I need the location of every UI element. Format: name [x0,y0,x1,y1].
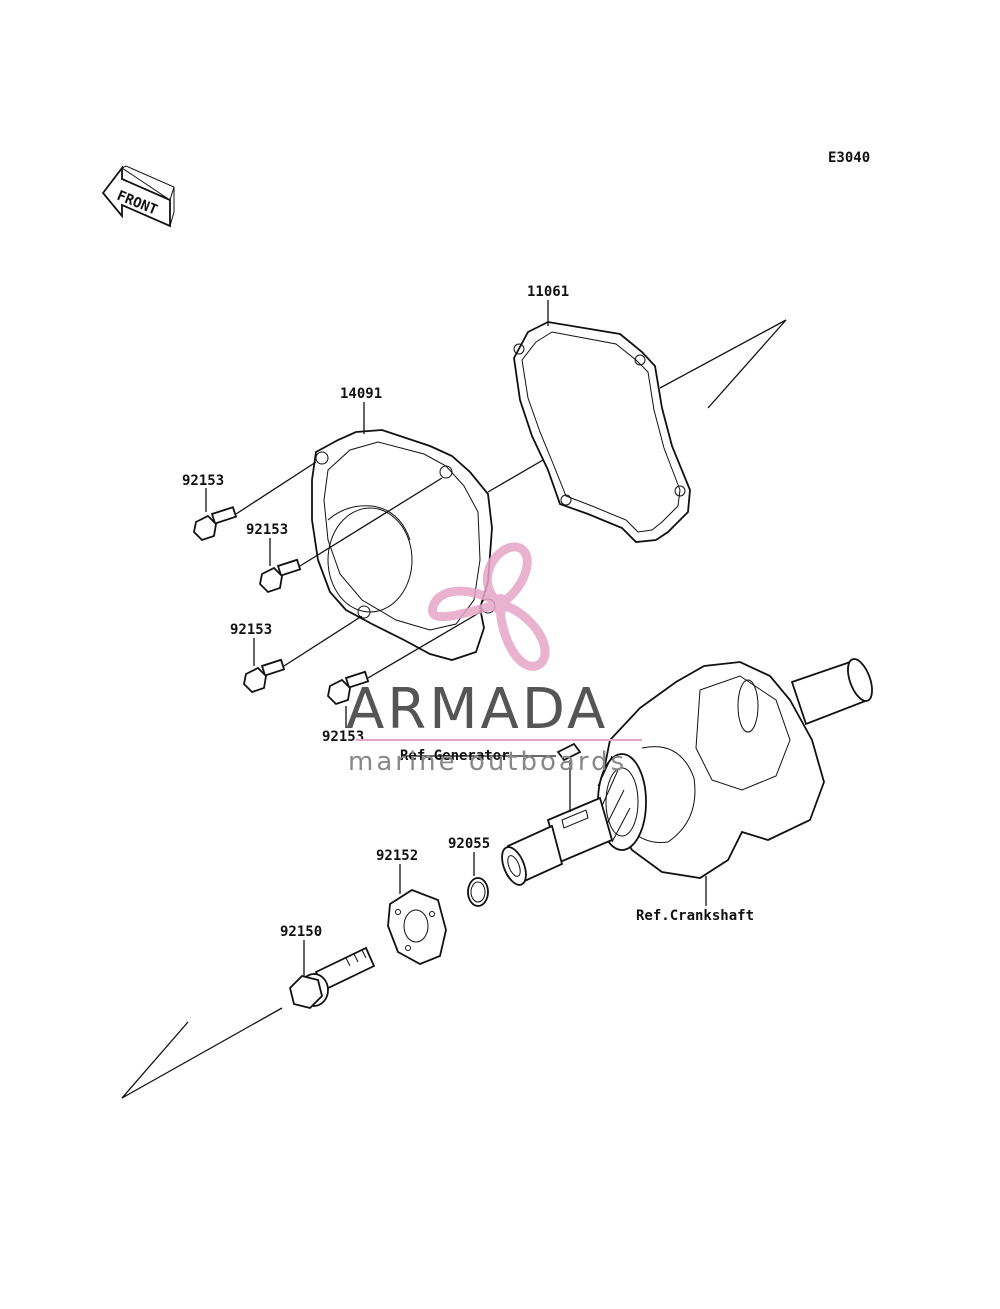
part-label-11061[interactable]: 11061 [527,284,569,300]
ref-crankshaft-label[interactable]: Ref.Crankshaft [636,908,754,924]
watermark-brand: ARMADA [346,677,608,742]
part-label-bolt-d[interactable]: 92153 [322,729,364,745]
part-label-14091[interactable]: 14091 [340,386,382,402]
part-label-92055[interactable]: 92055 [448,836,490,852]
part-label-92150[interactable]: 92150 [280,924,322,940]
axis-bolt-d [367,609,485,679]
part-label-92152[interactable]: 92152 [376,848,418,864]
axis-bolt-c [283,615,363,667]
oring-part[interactable] [467,877,489,907]
bolt-d-part[interactable] [327,670,370,706]
gasket-part[interactable] [513,321,691,543]
armada-logo-icon [428,542,550,671]
front-arrow-icon: FRONT [101,165,175,228]
axis-bolt-b [299,477,443,567]
assembly-axis [121,319,787,1099]
diagram-code: E3040 [828,150,870,166]
washer-part[interactable] [387,888,447,965]
crankshaft-part[interactable] [497,656,877,888]
bolt-c-part[interactable] [243,658,286,694]
watermark-tagline: marine outboards [348,747,627,777]
ref-generator-label[interactable]: Ref.Generator [400,748,510,764]
bolt-b-part[interactable] [259,558,302,594]
generator-cover-part[interactable] [311,429,496,661]
generator-key-part [556,742,582,762]
flange-bolt-part[interactable] [289,946,376,1009]
part-label-bolt-c[interactable]: 92153 [230,622,272,638]
bolt-a-part[interactable] [193,506,238,542]
axis-bolt-a [235,461,317,515]
part-label-bolt-b[interactable]: 92153 [246,522,288,538]
part-label-bolt-a[interactable]: 92153 [182,473,224,489]
